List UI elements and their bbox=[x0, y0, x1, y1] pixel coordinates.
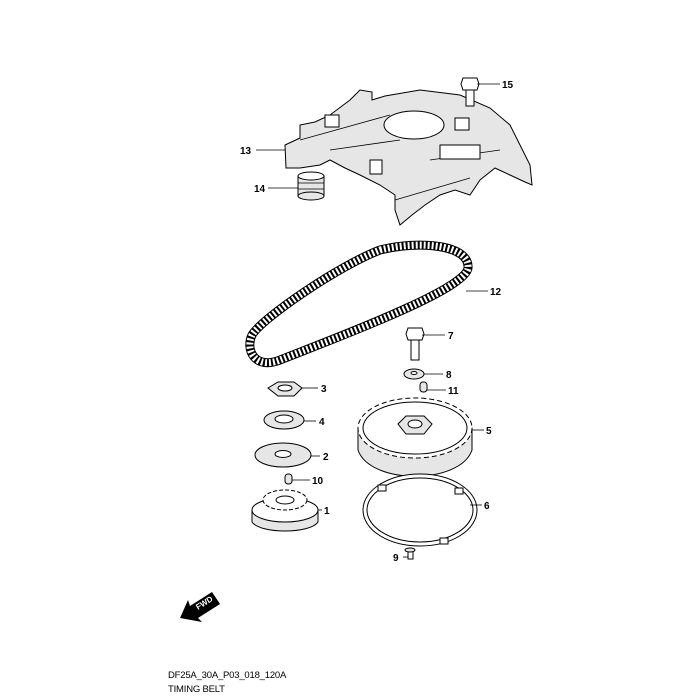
diagram-title: TIMING BELT bbox=[168, 684, 225, 695]
fwd-arrow-icon: FWD bbox=[180, 592, 220, 622]
washer-4[interactable] bbox=[263, 410, 305, 430]
callout-5: 5 bbox=[486, 426, 492, 437]
callout-13: 13 bbox=[240, 146, 252, 157]
callout-7: 7 bbox=[448, 331, 454, 342]
ring[interactable] bbox=[362, 473, 478, 547]
callout-10: 10 bbox=[312, 476, 324, 487]
callout-1: 1 bbox=[324, 506, 330, 517]
timing-belt[interactable] bbox=[245, 240, 473, 368]
callout-6: 6 bbox=[484, 501, 490, 512]
bolt-15[interactable] bbox=[460, 77, 480, 107]
nut[interactable] bbox=[267, 381, 303, 397]
callout-15: 15 bbox=[502, 80, 514, 91]
camshaft-timing-pulley[interactable] bbox=[357, 397, 473, 477]
pulley-plate[interactable] bbox=[254, 442, 312, 468]
bolt-7[interactable] bbox=[405, 327, 425, 361]
grommet[interactable] bbox=[297, 171, 325, 201]
washer-8[interactable] bbox=[403, 368, 425, 380]
timing-belt-cover[interactable] bbox=[284, 89, 533, 226]
key-11[interactable] bbox=[419, 381, 428, 393]
callout-14: 14 bbox=[254, 184, 266, 195]
callout-9: 9 bbox=[393, 553, 399, 564]
callout-2: 2 bbox=[323, 452, 329, 463]
screw[interactable] bbox=[404, 547, 416, 560]
callout-12: 12 bbox=[490, 287, 502, 298]
crankshaft-timing-pulley[interactable] bbox=[251, 489, 319, 532]
callout-4: 4 bbox=[319, 417, 325, 428]
callout-3: 3 bbox=[321, 384, 327, 395]
callout-8: 8 bbox=[446, 370, 452, 381]
callout-labels: 15 13 14 12 7 8 11 3 4 5 2 10 1 6 9 bbox=[240, 80, 514, 564]
callout-11: 11 bbox=[448, 386, 459, 397]
key-10[interactable] bbox=[284, 473, 293, 485]
diagram-code: DF25A_30A_P03_018_120A bbox=[168, 670, 287, 681]
leader-lines bbox=[256, 83, 500, 558]
